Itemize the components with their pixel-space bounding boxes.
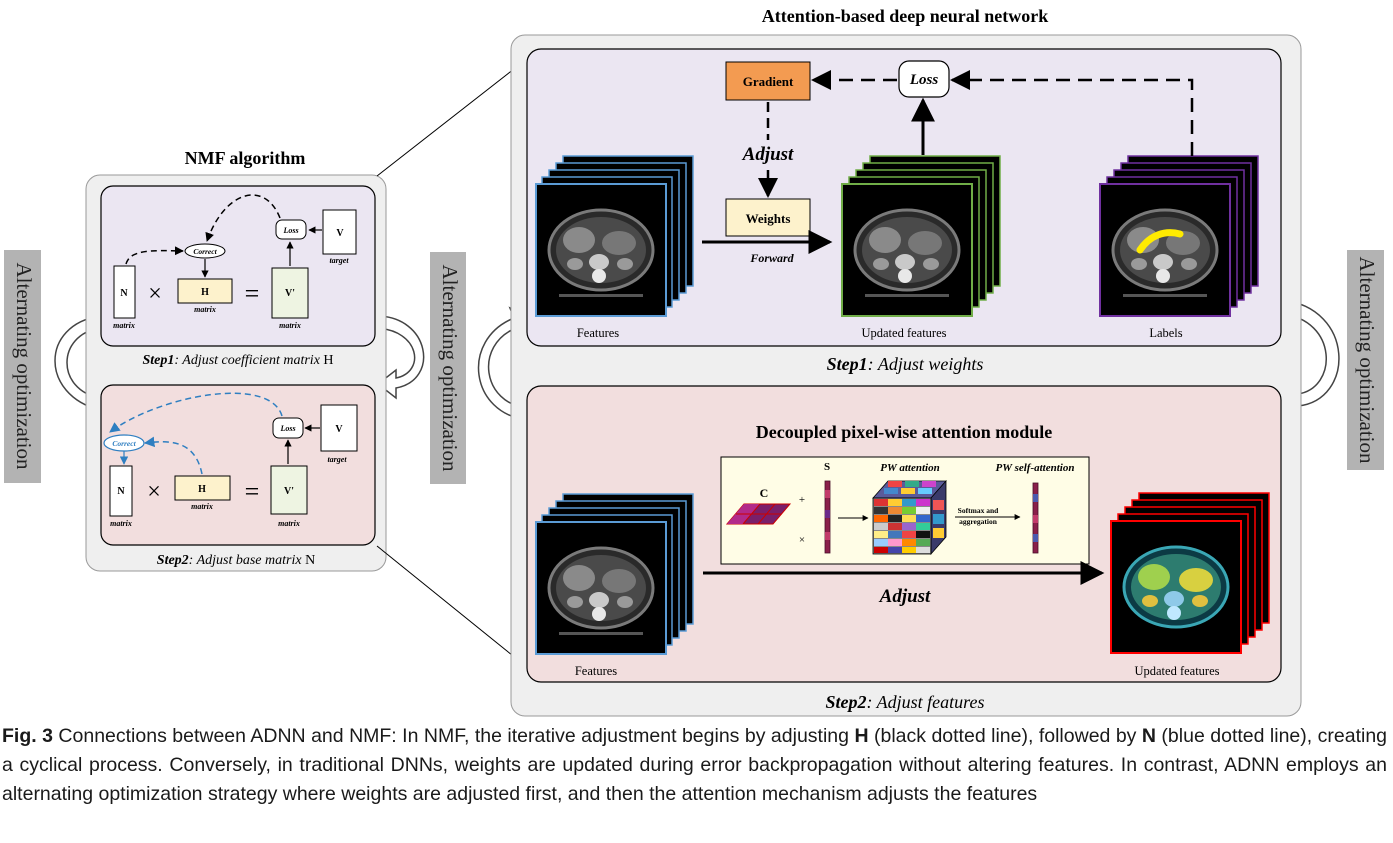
c-label: C — [760, 486, 769, 500]
features-label: Features — [577, 326, 619, 340]
adjust-label: Adjust — [879, 586, 931, 607]
correct-node — [184, 243, 226, 259]
updated-features-stack — [841, 155, 1001, 317]
matrix-vprime-sub: matrix — [278, 519, 300, 528]
matrix-n-sub: matrix — [113, 321, 135, 330]
pw-self-attention-label: PW self-attention — [996, 462, 1075, 474]
updated-features-label: Updated features — [861, 326, 946, 340]
connector-bottom — [376, 545, 529, 669]
matrix-vprime-sub: matrix — [279, 321, 301, 330]
adnn-step2-caption: Step2: Adjust features — [825, 692, 984, 712]
c-matrix — [725, 503, 792, 525]
self-attention-vector — [1032, 482, 1039, 554]
matrix-h-sub: matrix — [194, 305, 216, 314]
matrix-h-label: H — [201, 287, 209, 298]
plus-sign: + — [799, 494, 805, 506]
matrix-n-box — [113, 265, 136, 319]
pw-attention-cube — [872, 479, 947, 556]
svg-text:Alternating optimization: Alternating optimization — [438, 264, 462, 472]
adnn-step1-caption: Step1: Adjust weights — [827, 354, 984, 374]
loss-box — [898, 60, 950, 98]
loss-node — [272, 417, 304, 439]
updated-features-stack — [1110, 492, 1270, 654]
times-sign: × — [147, 479, 161, 505]
s-label: S — [824, 461, 830, 473]
matrix-vprime-box — [270, 465, 308, 515]
correct-label: Correct — [193, 247, 217, 256]
correct-label: Correct — [112, 439, 136, 448]
gradient-label: Gradient — [743, 74, 794, 89]
matrix-h-label: H — [198, 484, 206, 495]
caption-text-1: Connections between ADNN and NMF: In NMF… — [52, 725, 855, 747]
adnn-step2-panel: Decoupled pixel-wise attention module Fe… — [526, 385, 1282, 683]
softmax-label-line1: Softmax and — [958, 506, 999, 515]
matrix-v-label: V — [335, 424, 343, 435]
labels-to-loss-arrow — [950, 70, 1194, 156]
side-label-middle: Alternating optimization — [430, 252, 466, 484]
features-stack — [535, 493, 694, 655]
weights-label: Weights — [746, 211, 791, 226]
loss-label: Loss — [279, 424, 295, 433]
nmf-step1-caption: Step1: Adjust coefficient matrix H — [142, 353, 333, 368]
matrix-v-label: V — [336, 228, 344, 239]
connector-top — [376, 57, 529, 177]
caption-fig-number: Fig. 3 — [2, 725, 53, 747]
nmf-step1-panel: N matrix × H matrix = V' matrix Correct … — [100, 185, 376, 347]
caption-text-2: (black dotted line), followed by — [868, 725, 1142, 747]
matrix-v-box — [320, 404, 358, 452]
dpa-title: Decoupled pixel-wise attention module — [756, 422, 1053, 442]
updated-features-label: Updated features — [1134, 664, 1219, 678]
svg-text:Alternating optimization: Alternating optimization — [1355, 256, 1379, 464]
adjust-label: Adjust — [742, 144, 794, 165]
side-label-right: Alternating optimization — [1347, 250, 1384, 470]
figure-canvas: Alternating optimization Alternating opt… — [4, 6, 1384, 717]
matrix-vprime-box — [271, 267, 309, 319]
adnn-step1-panel: Features Updated features Labels Gradien… — [526, 48, 1282, 347]
caption-text-3: (blue dotted line), creating a cyclical … — [2, 725, 1388, 805]
matrix-v-box — [322, 209, 357, 255]
matrix-n-box — [109, 465, 133, 517]
features-stack — [535, 155, 694, 317]
matrix-h-sub: matrix — [191, 502, 213, 511]
nmf-step2-caption: Step2: Adjust base matrix N — [157, 553, 315, 568]
nmf-step2-panel: N matrix × H matrix = V' matrix Correct … — [100, 384, 376, 546]
softmax-label-line2: aggregation — [959, 517, 998, 526]
svg-text:Alternating optimization: Alternating optimization — [12, 262, 36, 470]
gradient-box — [725, 61, 811, 101]
label-mask — [1136, 229, 1184, 254]
pw-attention-label: PW attention — [880, 462, 939, 474]
loss-node — [275, 219, 307, 240]
s-vector — [824, 480, 831, 554]
nmf-title: NMF algorithm — [185, 148, 306, 168]
matrix-n-sub: matrix — [110, 519, 132, 528]
adnn-title: Attention-based deep neural network — [762, 6, 1049, 26]
matrix-h-box — [174, 475, 231, 501]
matrix-v-sub: target — [329, 256, 349, 265]
caption-h: H — [854, 725, 869, 747]
times-sign: × — [148, 281, 162, 307]
matrix-v-sub: target — [327, 455, 347, 464]
loss-label: Loss — [282, 226, 298, 235]
equals-sign: = — [245, 477, 260, 506]
features-label: Features — [575, 664, 617, 678]
matrix-n-label: N — [117, 486, 125, 497]
matrix-vprime-label: V' — [284, 486, 294, 497]
matrix-h-box — [177, 278, 233, 304]
times-sign: × — [799, 534, 805, 546]
caption-n: N — [1141, 725, 1156, 747]
equals-sign: = — [245, 279, 260, 308]
weights-box — [725, 198, 811, 237]
matrix-vprime-label: V' — [285, 288, 295, 299]
figure-caption: Fig. 3 Connections between ADNN and NMF:… — [2, 722, 1387, 809]
forward-label: Forward — [749, 251, 794, 265]
loss-label: Loss — [909, 72, 939, 88]
matrix-n-label: N — [120, 288, 128, 299]
labels-stack — [1099, 155, 1259, 317]
side-label-left: Alternating optimization — [4, 250, 41, 483]
labels-label: Labels — [1149, 326, 1182, 340]
